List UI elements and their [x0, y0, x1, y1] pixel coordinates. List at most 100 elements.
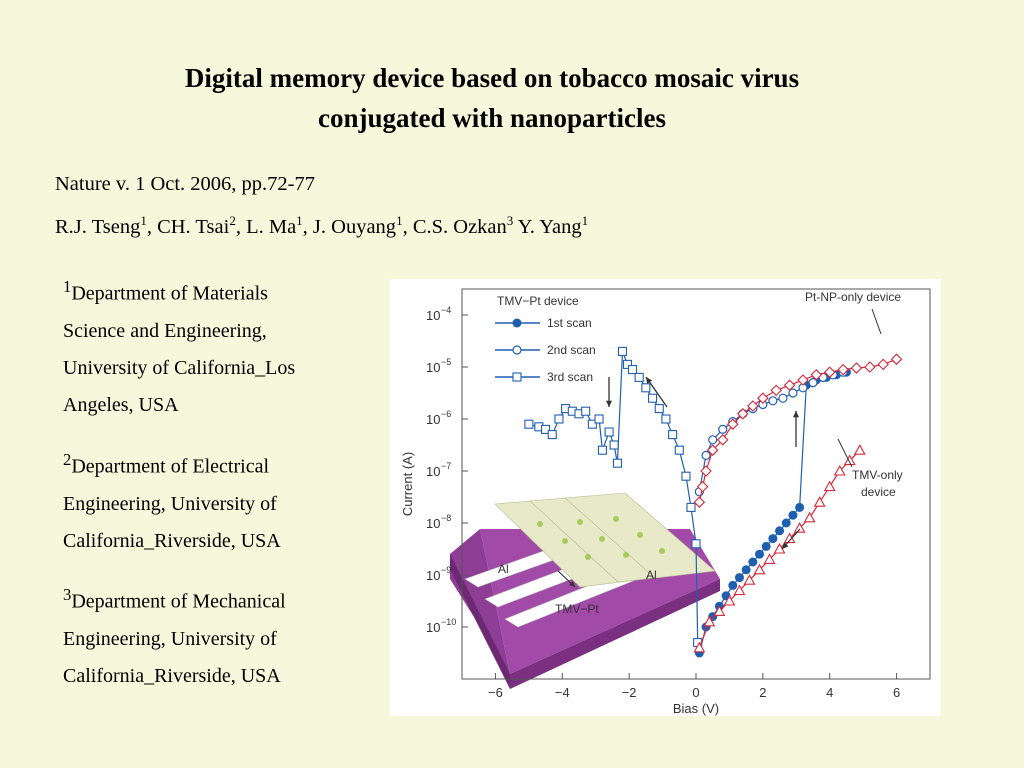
series-3rd-scan	[524, 346, 703, 648]
author-affiliation-sup: 1	[296, 213, 303, 228]
data-point	[733, 584, 746, 596]
data-point	[810, 369, 823, 381]
data-point	[741, 565, 751, 575]
paper-title: Digital memory device based on tobacco m…	[60, 58, 924, 138]
author-separator: ,	[302, 215, 313, 238]
data-point	[701, 450, 711, 460]
y-tick-label: 10	[426, 360, 440, 375]
annotation-leader	[871, 308, 882, 335]
y-tick-exponent: −6	[441, 409, 451, 419]
data-point	[850, 362, 863, 374]
series-tmv-only-device	[693, 444, 866, 653]
data-point	[748, 557, 758, 567]
data-point	[808, 377, 818, 388]
data-point	[781, 518, 791, 528]
data-point	[783, 379, 796, 391]
data-point	[753, 563, 766, 575]
data-point	[706, 444, 719, 456]
data-point	[512, 318, 522, 328]
data-point	[853, 444, 866, 455]
affiliation-2: 2Department of Electrical Engineering, U…	[63, 441, 373, 560]
author-affiliation-sup: 1	[140, 213, 147, 228]
author-separator: ,	[402, 215, 413, 238]
scan-direction-arrowhead	[782, 542, 789, 549]
data-point	[708, 435, 718, 445]
data-point	[612, 458, 622, 468]
data-point	[823, 366, 836, 378]
x-tick-label: −2	[622, 685, 637, 700]
data-point	[793, 522, 806, 533]
data-point	[693, 496, 706, 508]
inset-label-al-left: Al	[498, 562, 509, 576]
data-point	[833, 464, 846, 476]
data-point	[700, 465, 712, 477]
x-axis-label: Bias (V)	[673, 701, 719, 716]
data-point	[703, 615, 716, 627]
data-point	[755, 549, 765, 559]
inset-label-al-right: Al	[646, 568, 657, 582]
data-point	[597, 445, 607, 455]
author-name: Y. Yang	[517, 215, 582, 238]
affiliation-line: Engineering, University of	[63, 627, 277, 650]
data-point	[647, 393, 658, 403]
affiliation-line: California_Riverside, USA	[63, 529, 281, 552]
inset-label-tmv-pt: TMV−Pt	[555, 602, 599, 616]
data-point	[775, 526, 785, 536]
series-line	[698, 371, 844, 492]
data-point	[691, 539, 701, 549]
y-tick-label: 10	[426, 568, 440, 583]
affiliation-line: Engineering, University of	[63, 492, 277, 515]
data-point	[609, 440, 619, 450]
data-point	[757, 392, 769, 404]
data-point	[587, 419, 597, 429]
author-name: L. Ma	[246, 215, 297, 238]
data-point	[547, 430, 557, 440]
x-tick-label: −4	[555, 685, 570, 700]
data-point	[813, 496, 826, 507]
affiliation-line: University of California_Los	[63, 356, 296, 379]
legend-title: TMV−Pt device	[497, 294, 579, 308]
data-point	[726, 418, 739, 430]
data-point	[768, 396, 778, 406]
affiliation-line: Department of Electrical	[71, 455, 270, 478]
data-point	[797, 374, 809, 386]
annotation-tmv-only: device	[861, 485, 896, 499]
data-point	[634, 372, 644, 382]
x-tick-label: −6	[488, 685, 503, 700]
data-point	[761, 541, 771, 551]
title-line-1: Digital memory device based on tobacco m…	[184, 63, 800, 93]
y-tick-exponent: −8	[441, 513, 451, 523]
data-point	[627, 365, 638, 375]
series-pt-np-only-device	[693, 353, 903, 508]
data-point	[823, 480, 836, 492]
affiliation-line: Angeles, USA	[63, 393, 179, 416]
author-name: J. Ouyang	[312, 215, 397, 238]
annotation-tmv-only: TMV-only	[852, 468, 903, 482]
y-tick-exponent: −5	[441, 357, 451, 367]
annotation-pt-np-only: Pt-NP-only device	[805, 290, 901, 304]
legend-label: 2nd scan	[547, 343, 596, 357]
data-point	[512, 372, 522, 382]
series-2nd-scan	[694, 367, 848, 497]
data-point	[713, 605, 726, 616]
scan-direction-arrowhead	[605, 400, 613, 407]
author-name: R.J. Tseng	[55, 215, 141, 238]
data-point	[654, 404, 664, 414]
data-point	[668, 430, 678, 440]
data-point	[743, 574, 756, 585]
data-point	[803, 511, 816, 523]
data-point	[581, 406, 591, 416]
data-point	[788, 510, 798, 520]
data-point	[674, 445, 684, 455]
data-point	[747, 400, 759, 412]
author-separator: ,	[146, 215, 158, 238]
author-separator: ,	[235, 215, 247, 238]
affiliation-3: 3Department of Mechanical Engineering, U…	[63, 576, 373, 695]
data-point	[837, 363, 849, 376]
y-tick-exponent: −7	[441, 461, 451, 471]
data-point	[524, 419, 534, 429]
author-name: C.S. Ozkan	[412, 215, 507, 238]
data-point	[661, 414, 671, 424]
legend-label: 3rd scan	[547, 370, 593, 384]
